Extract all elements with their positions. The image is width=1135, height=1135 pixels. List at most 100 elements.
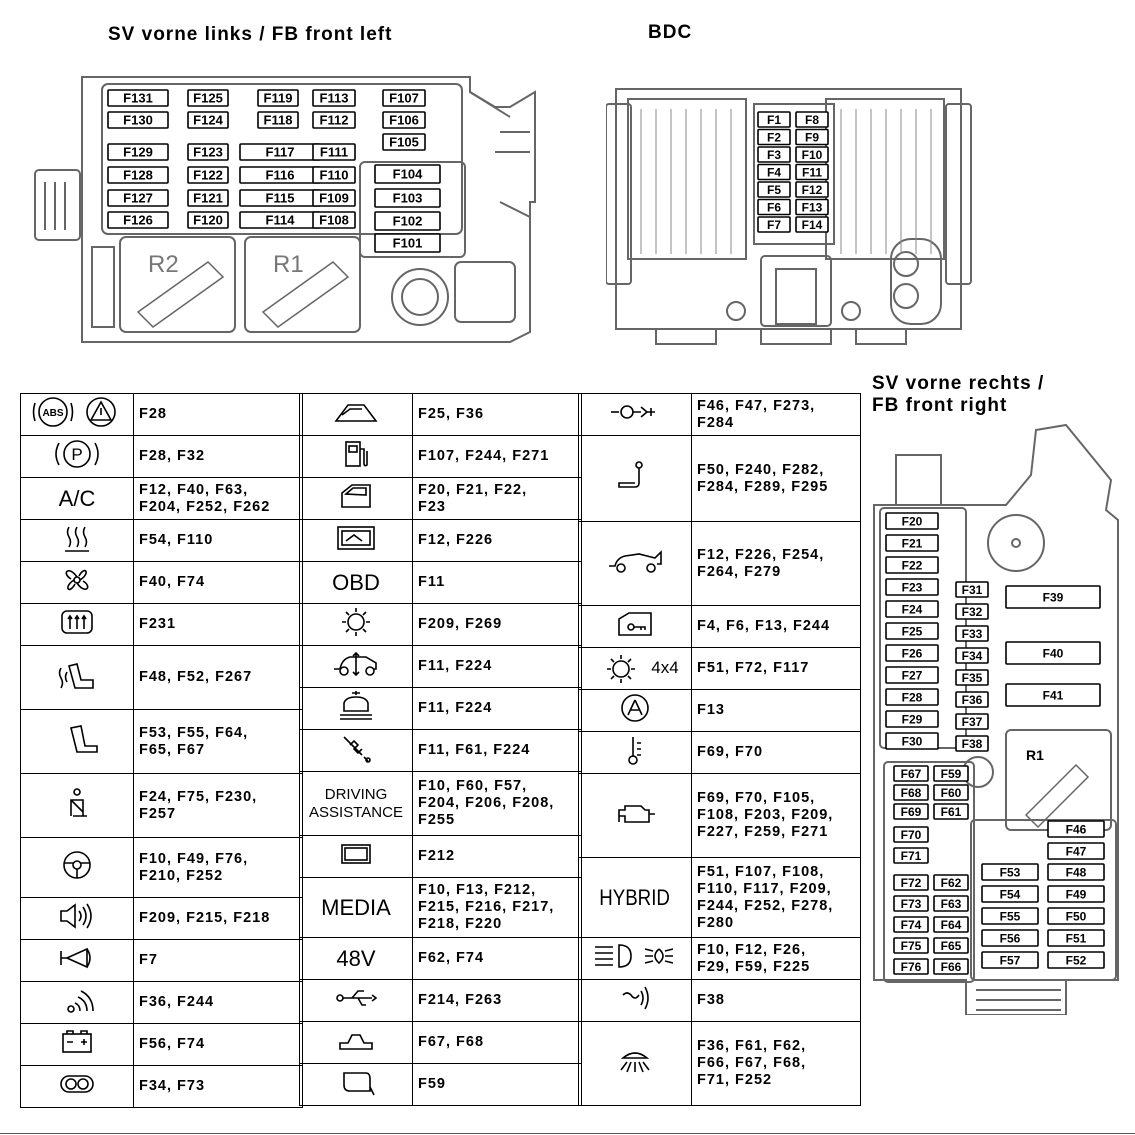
legend-row: F50, F240, F282, F284, F289, F295: [578, 435, 861, 522]
fuse-f35: F35: [955, 669, 989, 686]
fuse-f130: F130: [107, 111, 169, 129]
icon-text: DRIVING ASSISTANCE: [309, 785, 403, 821]
fuse-label: F50: [1066, 909, 1087, 923]
door-lock-icon: [578, 605, 692, 648]
fuse-list: F12, F226, F254, F264, F279: [691, 521, 861, 606]
fuse-list: F10, F49, F76, F210, F252: [133, 837, 303, 898]
battery-icon: [20, 1023, 134, 1066]
fuse-f69: F69: [893, 803, 929, 820]
fuse-label: F105: [389, 135, 419, 150]
fuse-f102: F102: [374, 211, 441, 231]
fuse-label: F131: [123, 91, 153, 106]
front-right-fuse-box: R1 F20F21F22F23F24F25F26F27F28F29F30F31F…: [873, 423, 1119, 1015]
legend-row: F46, F47, F273, F284: [578, 393, 861, 436]
icon-text: A/C: [58, 485, 96, 511]
fuse-f123: F123: [187, 143, 229, 161]
legend-row: F11, F224: [299, 687, 582, 730]
fuse-label: F20: [902, 514, 923, 528]
fuse-label: F101: [393, 236, 423, 251]
fuse-label: F11: [802, 165, 822, 179]
fuse-list: F12, F40, F63, F204, F252, F262: [133, 477, 303, 520]
fuse-label: F60: [941, 786, 962, 800]
fuse-f7: F7: [757, 216, 791, 233]
fuse-label: F128: [123, 168, 153, 183]
fuse-label: F76: [901, 960, 922, 974]
instrument-cluster-icon: [20, 1065, 134, 1108]
fuse-f121: F121: [187, 189, 229, 207]
legend-row: F38: [578, 979, 861, 1022]
fuse-label: F112: [320, 113, 349, 128]
fuse-list: F54, F110: [133, 519, 303, 562]
fuse-label: F52: [1066, 953, 1087, 967]
fuse-label: F34: [962, 649, 983, 663]
fuse-label: F104: [393, 167, 423, 182]
fuse-f131: F131: [107, 89, 169, 107]
4x4-icon: 4x4: [578, 647, 692, 690]
fuse-list: F11, F224: [412, 645, 582, 688]
fuse-list: F69, F70, F105, F108, F203, F209, F227, …: [691, 773, 861, 858]
fuse-label: F125: [193, 91, 223, 106]
legend-row: F11, F61, F224: [299, 729, 582, 772]
fuse-list: F36, F244: [133, 981, 303, 1024]
fuse-f23: F23: [885, 578, 939, 596]
legend-row: F34, F73: [20, 1065, 303, 1108]
fuse-label: F41: [1043, 688, 1064, 702]
fuse-f62: F62: [933, 874, 969, 891]
fuse-label: F35: [962, 671, 983, 685]
fuse-label: F56: [1000, 931, 1021, 945]
48v-icon: 48V: [299, 937, 413, 980]
fuse-label: F124: [193, 113, 223, 128]
fuse-f1: F1: [757, 111, 791, 128]
driving-assistance-icon: DRIVING ASSISTANCE: [299, 771, 413, 836]
fuse-f122: F122: [187, 166, 229, 184]
fuse-label: F7: [767, 218, 781, 232]
fuse-list: F51, F107, F108, F110, F117, F209, F244,…: [691, 857, 861, 938]
fuse-label: F74: [901, 918, 922, 932]
fuse-list: F11, F61, F224: [412, 729, 582, 772]
trunk-icon: [578, 521, 692, 606]
fuse-label: F46: [1066, 822, 1087, 836]
legend-row: F10, F49, F76, F210, F252: [20, 837, 303, 898]
legend-row: F54, F110: [20, 519, 303, 562]
fuse-f64: F64: [933, 916, 969, 933]
legend-row: F209, F215, F218: [20, 897, 303, 940]
legend-row: F11, F224: [299, 645, 582, 688]
nfc-icon: [578, 979, 692, 1022]
fuse-f50: F50: [1047, 907, 1105, 925]
hybrid-icon: HYBRID: [578, 857, 692, 938]
fuse-f20: F20: [885, 512, 939, 530]
fuse-f6: F6: [757, 198, 791, 216]
fuse-list: F59: [412, 1063, 582, 1106]
fuse-label: F49: [1066, 887, 1087, 901]
fuse-list: F38: [691, 979, 861, 1022]
fuse-label: F27: [902, 668, 923, 682]
fuse-label: F24: [902, 602, 923, 616]
fuse-f51: F51: [1047, 929, 1105, 947]
seat-heating-icon: [20, 645, 134, 710]
headlight-icon: [578, 937, 692, 980]
legend-row: F214, F263: [299, 979, 582, 1022]
fuse-label: F129: [123, 145, 153, 160]
legend-row: F25, F36: [299, 393, 582, 436]
ambient-light-icon: [578, 1021, 692, 1106]
fuse-f74: F74: [893, 916, 929, 933]
fuse-label: F39: [1043, 590, 1064, 604]
fuse-label: F102: [393, 214, 423, 229]
bottom-border: [0, 1133, 1135, 1134]
fuse-label: F120: [193, 213, 223, 228]
trailer-hitch-icon: [578, 393, 692, 436]
legend-row: F107, F244, F271: [299, 435, 582, 478]
fuse-label: F23: [902, 580, 923, 594]
tow-bar-icon: [578, 435, 692, 522]
fuse-f13: F13: [795, 198, 829, 216]
fuse-f36: F36: [955, 691, 989, 708]
fuse-f25: F25: [885, 622, 939, 640]
fuse-list: F51, F72, F117: [691, 647, 861, 690]
fuse-list: F209, F269: [412, 603, 582, 646]
fuse-list: F4, F6, F13, F244: [691, 605, 861, 648]
front-left-title: SV vorne links / FB front left: [108, 24, 393, 45]
fuse-label: F40: [1043, 646, 1064, 660]
